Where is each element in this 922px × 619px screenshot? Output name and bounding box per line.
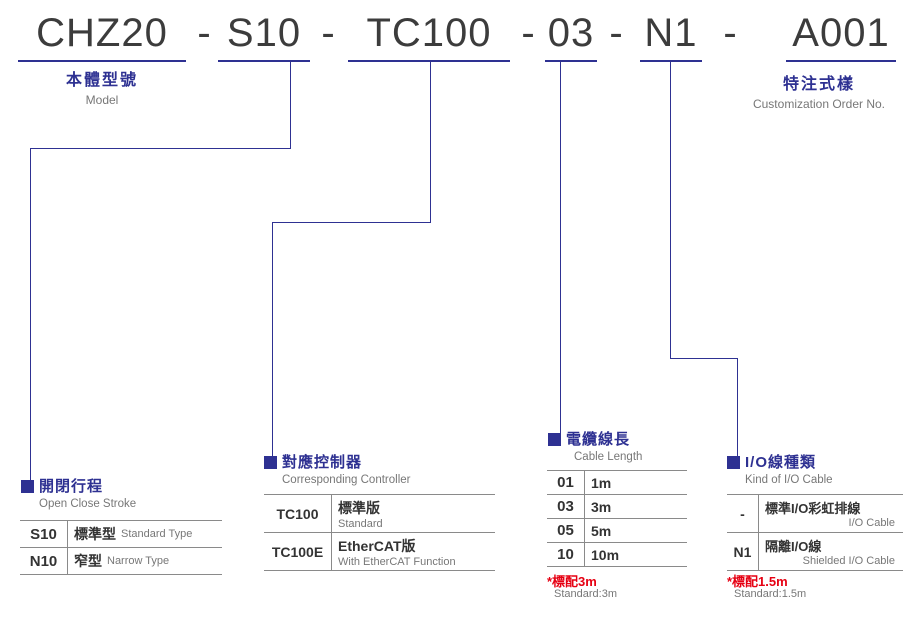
desc-cell: EtherCAT版 With EtherCAT Function bbox=[332, 533, 495, 570]
section-bullet-square bbox=[264, 456, 277, 469]
model-label-en: Model bbox=[85, 93, 119, 107]
io-standard-note-zh: *標配1.5m bbox=[727, 574, 788, 589]
connector-cable-drop bbox=[560, 60, 561, 434]
table-row: TC100 標準版 Standard bbox=[264, 495, 495, 533]
desc-cell: 標準版 Standard bbox=[332, 495, 495, 532]
desc-en: Narrow Type bbox=[107, 555, 170, 567]
connector-stroke-drop bbox=[290, 60, 291, 148]
desc-zh: 窄型 bbox=[74, 553, 102, 569]
table-row: N1 隔離I/O線 Shielded I/O Cable bbox=[727, 533, 903, 571]
connector-controller-vertical bbox=[272, 222, 273, 456]
code-cell: N1 bbox=[727, 533, 759, 570]
code-cell: N10 bbox=[20, 548, 68, 574]
code-cell: S10 bbox=[20, 521, 68, 547]
desc-zh: 標準版 bbox=[338, 499, 380, 516]
desc-cell: 3m bbox=[585, 495, 687, 518]
stroke-section-header: 開閉行程 Open Close Stroke bbox=[21, 478, 136, 510]
model-code-separator: - bbox=[723, 11, 737, 55]
model-code-separator: - bbox=[197, 11, 211, 55]
stroke-title-zh: 開閉行程 bbox=[39, 478, 104, 495]
desc-zh: 標準I/O彩虹排線 bbox=[765, 501, 861, 516]
desc-en: Standard bbox=[338, 517, 383, 530]
code-cell: 01 bbox=[547, 471, 585, 494]
io-cable-table: - 標準I/O彩虹排線 I/O Cable N1 隔離I/O線 Shielded… bbox=[727, 494, 903, 571]
code-cell: - bbox=[727, 495, 759, 532]
io-title-en: Kind of I/O Cable bbox=[745, 474, 833, 486]
code-cell: 05 bbox=[547, 519, 585, 542]
section-bullet-square bbox=[727, 456, 740, 469]
connector-io-horizontal bbox=[670, 358, 738, 359]
desc-cell: 5m bbox=[585, 519, 687, 542]
cable-length-table: 01 1m 03 3m 05 5m 10 10m bbox=[547, 470, 687, 567]
io-standard-note-en: Standard:1.5m bbox=[734, 588, 807, 600]
table-row: 03 3m bbox=[547, 495, 687, 519]
desc-cell: 10m bbox=[585, 543, 687, 566]
table-row: N10 窄型 Narrow Type bbox=[20, 548, 222, 575]
cable-length-value: 10m bbox=[591, 546, 620, 563]
customization-label: 特注式樣 Customization Order No. bbox=[733, 70, 905, 111]
connector-controller-horizontal bbox=[272, 222, 431, 223]
table-row: TC100E EtherCAT版 With EtherCAT Function bbox=[264, 533, 495, 571]
desc-en: Shielded I/O Cable bbox=[802, 555, 895, 567]
desc-zh: 標準型 bbox=[74, 526, 116, 542]
table-row: S10 標準型 Standard Type bbox=[20, 521, 222, 548]
model-label: 本體型號 Model bbox=[18, 66, 186, 107]
code-cell: 10 bbox=[547, 543, 585, 566]
code-cell: TC100E bbox=[264, 533, 332, 570]
connector-stroke-vertical bbox=[30, 148, 31, 481]
stroke-table: S10 標準型 Standard Type N10 窄型 Narrow Type bbox=[20, 520, 222, 575]
desc-cell: 1m bbox=[585, 471, 687, 494]
connector-stroke-horizontal bbox=[30, 148, 291, 149]
connector-controller-drop bbox=[430, 60, 431, 222]
desc-en: With EtherCAT Function bbox=[338, 555, 456, 568]
cable-standard-note-zh: *標配3m bbox=[547, 574, 597, 589]
table-row: 01 1m bbox=[547, 471, 687, 495]
model-code-segment-body: CHZ20 bbox=[18, 10, 186, 62]
desc-en: Standard Type bbox=[121, 528, 193, 540]
code-cell: 03 bbox=[547, 495, 585, 518]
code-cell: TC100 bbox=[264, 495, 332, 532]
table-row: 10 10m bbox=[547, 543, 687, 567]
cable-section-header: 電纜線長 Cable Length bbox=[548, 431, 642, 463]
cable-length-value: 1m bbox=[591, 474, 612, 491]
model-code-segment-controller: TC100 bbox=[348, 10, 510, 62]
connector-io-drop bbox=[670, 60, 671, 358]
controller-title-en: Corresponding Controller bbox=[282, 474, 411, 486]
section-bullet-square bbox=[21, 480, 34, 493]
model-code-segment-cable: 03 bbox=[545, 10, 597, 62]
model-label-zh: 本體型號 bbox=[65, 72, 138, 89]
model-code-segment-stroke: S10 bbox=[218, 10, 310, 62]
desc-zh: EtherCAT版 bbox=[338, 537, 416, 554]
cable-length-value: 3m bbox=[591, 498, 612, 515]
connector-io-vertical bbox=[737, 358, 738, 456]
desc-en: I/O Cable bbox=[848, 517, 895, 529]
desc-zh: 隔離I/O線 bbox=[765, 539, 822, 554]
model-code-separator: - bbox=[521, 11, 535, 55]
io-title-zh: I/O線種類 bbox=[745, 454, 817, 471]
customization-label-en: Customization Order No. bbox=[752, 97, 886, 111]
controller-section-header: 對應控制器 Corresponding Controller bbox=[264, 454, 410, 486]
table-row: - 標準I/O彩虹排線 I/O Cable bbox=[727, 495, 903, 533]
cable-standard-note-en: Standard:3m bbox=[554, 588, 617, 600]
model-code-separator: - bbox=[321, 11, 335, 55]
controller-table: TC100 標準版 Standard TC100E EtherCAT版 With… bbox=[264, 494, 495, 571]
desc-cell: 標準I/O彩虹排線 I/O Cable bbox=[759, 495, 903, 532]
model-code-separator: - bbox=[609, 11, 623, 55]
model-code-segment-custom: A001 bbox=[786, 10, 896, 62]
customization-label-zh: 特注式樣 bbox=[782, 76, 855, 93]
table-row: 05 5m bbox=[547, 519, 687, 543]
controller-title-zh: 對應控制器 bbox=[282, 454, 363, 471]
stroke-title-en: Open Close Stroke bbox=[39, 498, 137, 510]
desc-cell: 窄型 Narrow Type bbox=[68, 548, 222, 574]
cable-title-zh: 電纜線長 bbox=[566, 431, 631, 448]
desc-cell: 標準型 Standard Type bbox=[68, 521, 222, 547]
desc-cell: 隔離I/O線 Shielded I/O Cable bbox=[759, 533, 903, 570]
model-code-segment-io: N1 bbox=[640, 10, 702, 62]
cable-title-en: Cable Length bbox=[574, 451, 643, 463]
section-bullet-square bbox=[548, 433, 561, 446]
cable-length-value: 5m bbox=[591, 522, 612, 539]
io-section-header: I/O線種類 Kind of I/O Cable bbox=[727, 454, 833, 486]
